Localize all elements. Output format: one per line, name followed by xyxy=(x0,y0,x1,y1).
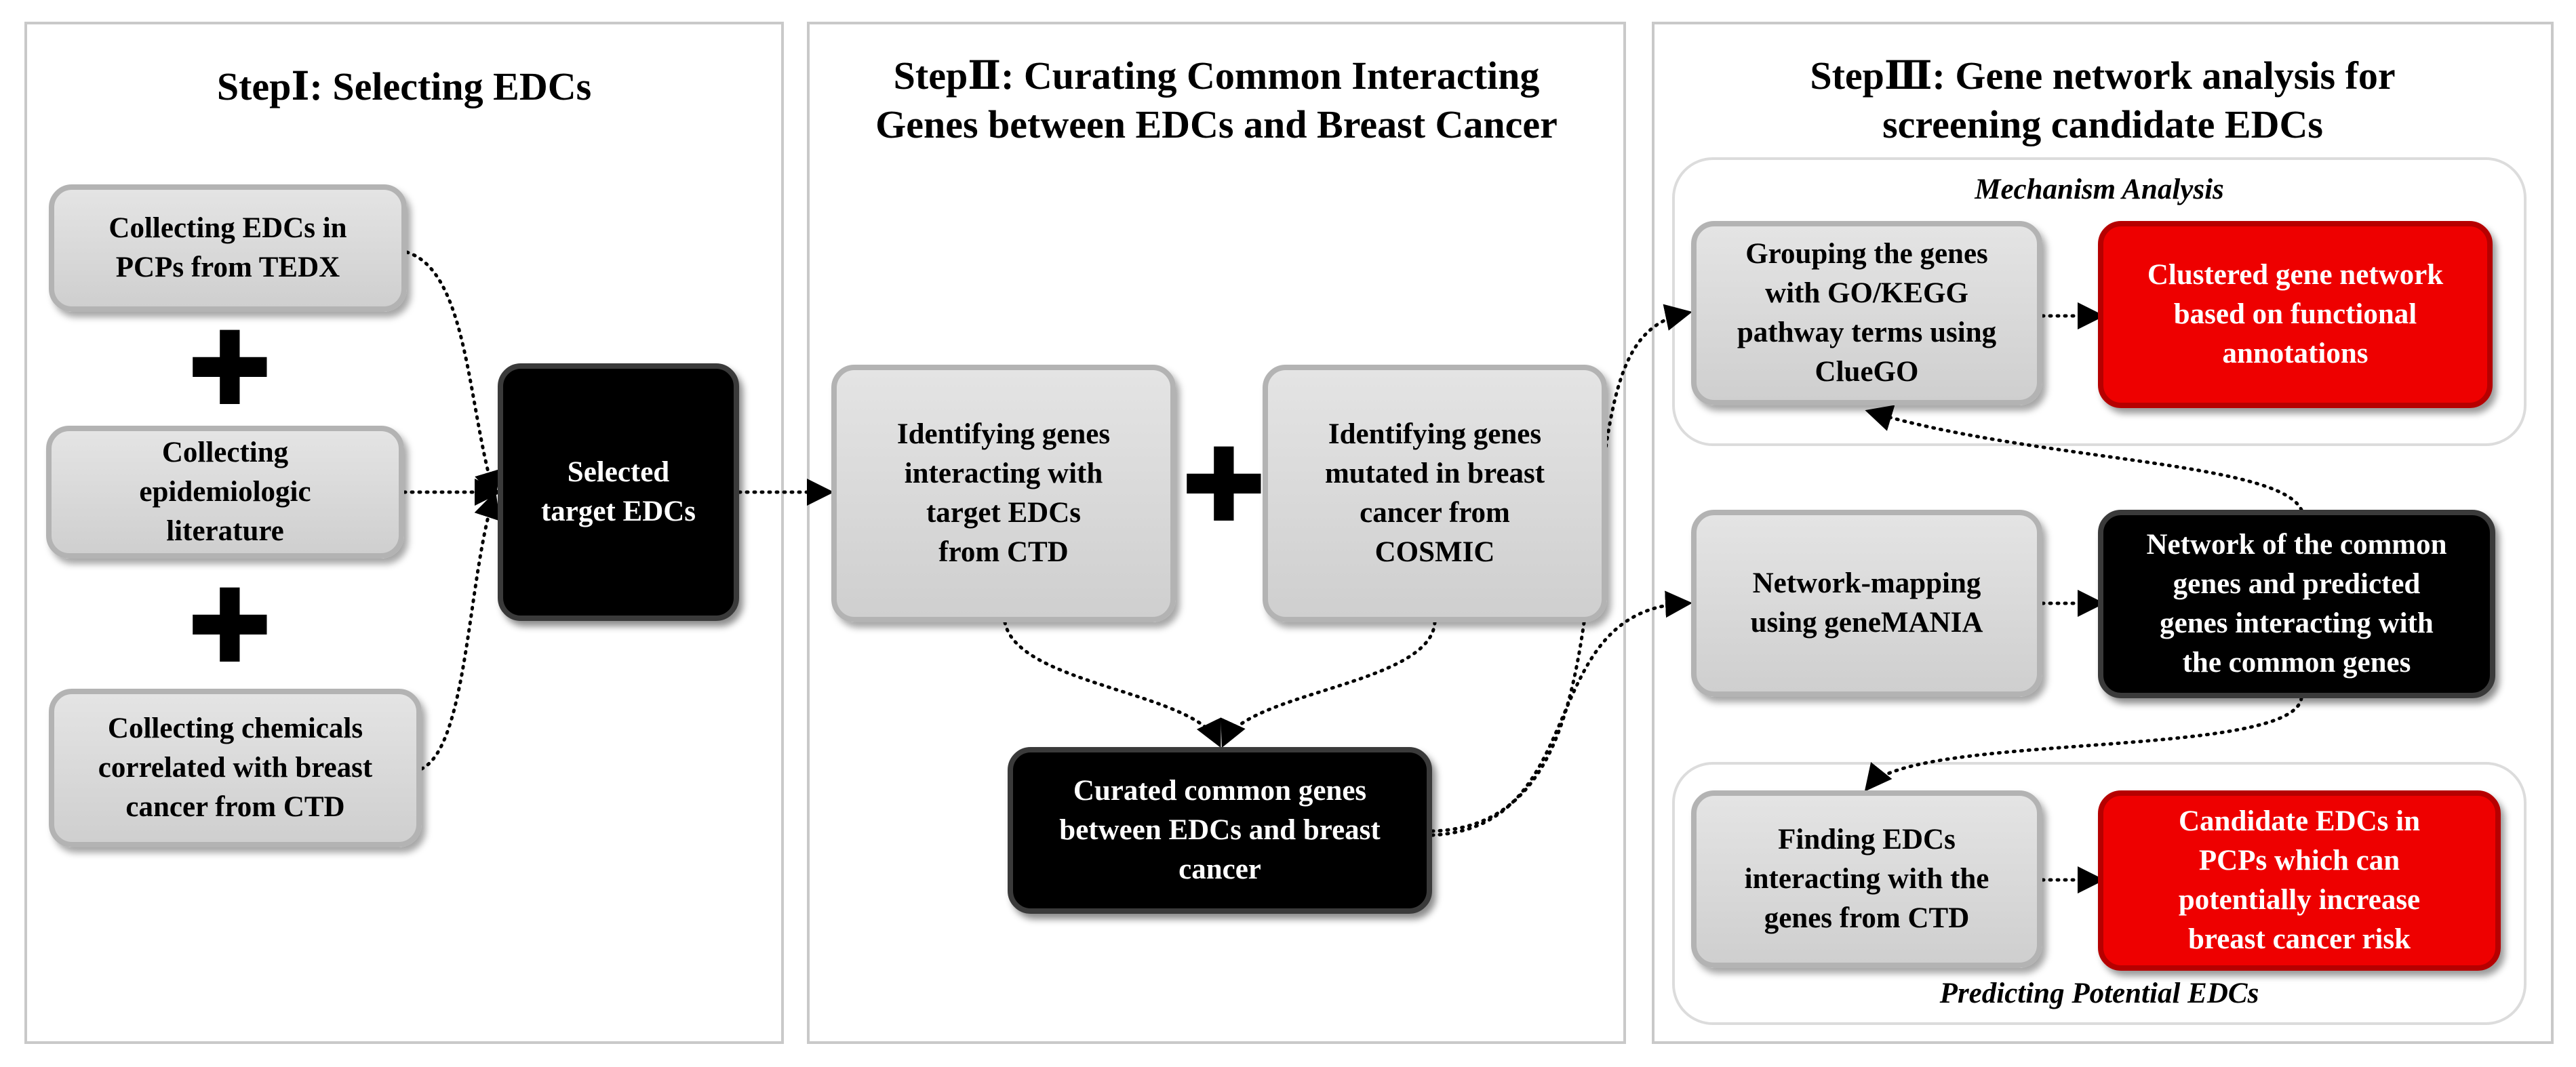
group-mechanism-analysis: Mechanism Analysis xyxy=(1672,157,2527,446)
node-selected-target-edcs: Selected target EDCs xyxy=(498,363,739,621)
node-finding-edcs-ctd: Finding EDCs interacting with the genes … xyxy=(1691,790,2042,968)
arrow-ctd-to-curated xyxy=(1003,620,1221,748)
panel-step2-title: StepⅡ: Curating Common Interacting Genes… xyxy=(875,54,1558,146)
arrow-chem-to-selected xyxy=(420,491,500,771)
node-candidate-edcs: Candidate EDCs in PCPs which can potenti… xyxy=(2098,790,2501,971)
group-predicting-edcs-label: Predicting Potential EDCs xyxy=(1939,978,2259,1009)
panel-step1-title: StepⅠ: Selecting EDCs xyxy=(216,64,592,108)
node-collecting-edcs-tedx: Collecting EDCs in PCPs from TEDX xyxy=(49,184,407,312)
plus-icon: ✚ xyxy=(187,310,273,428)
node-identifying-genes-cosmic: Identifying genes mutated in breast canc… xyxy=(1263,365,1607,622)
group-mechanism-analysis-label: Mechanism Analysis xyxy=(1975,174,2224,205)
arrow-network-to-grouping xyxy=(1865,405,2303,512)
node-curated-common-genes: Curated common genes between EDCs and br… xyxy=(1008,747,1432,914)
plus-icon: ✚ xyxy=(187,568,273,686)
node-identifying-genes-ctd: Identifying genes interacting with targe… xyxy=(831,365,1176,622)
arrow-network-to-finding xyxy=(1864,696,2303,792)
node-collecting-epidemiologic: Collecting epidemiologic literature xyxy=(46,426,404,559)
arrow-curated-to-netmap xyxy=(1430,590,1692,837)
group-predicting-edcs: Predicting Potential EDCs xyxy=(1672,762,2527,1025)
arrow-tedx-to-selected xyxy=(405,250,501,499)
node-grouping-genes-cluego: Grouping the genes with GO/KEGG pathway … xyxy=(1691,221,2042,405)
node-clustered-gene-network: Clustered gene network based on function… xyxy=(2098,221,2493,408)
node-network-common-genes: Network of the common genes and predicte… xyxy=(2098,510,2495,698)
panel-step3-title: StepⅢ: Gene network analysis for screeni… xyxy=(1810,54,2396,146)
node-network-mapping-genemania: Network-mapping using geneMANIA xyxy=(1691,510,2042,697)
node-collecting-chemicals-ctd: Collecting chemicals correlated with bre… xyxy=(49,689,422,847)
plus-icon: ✚ xyxy=(1181,427,1267,545)
arrow-cosmic-to-curated xyxy=(1221,620,1437,748)
